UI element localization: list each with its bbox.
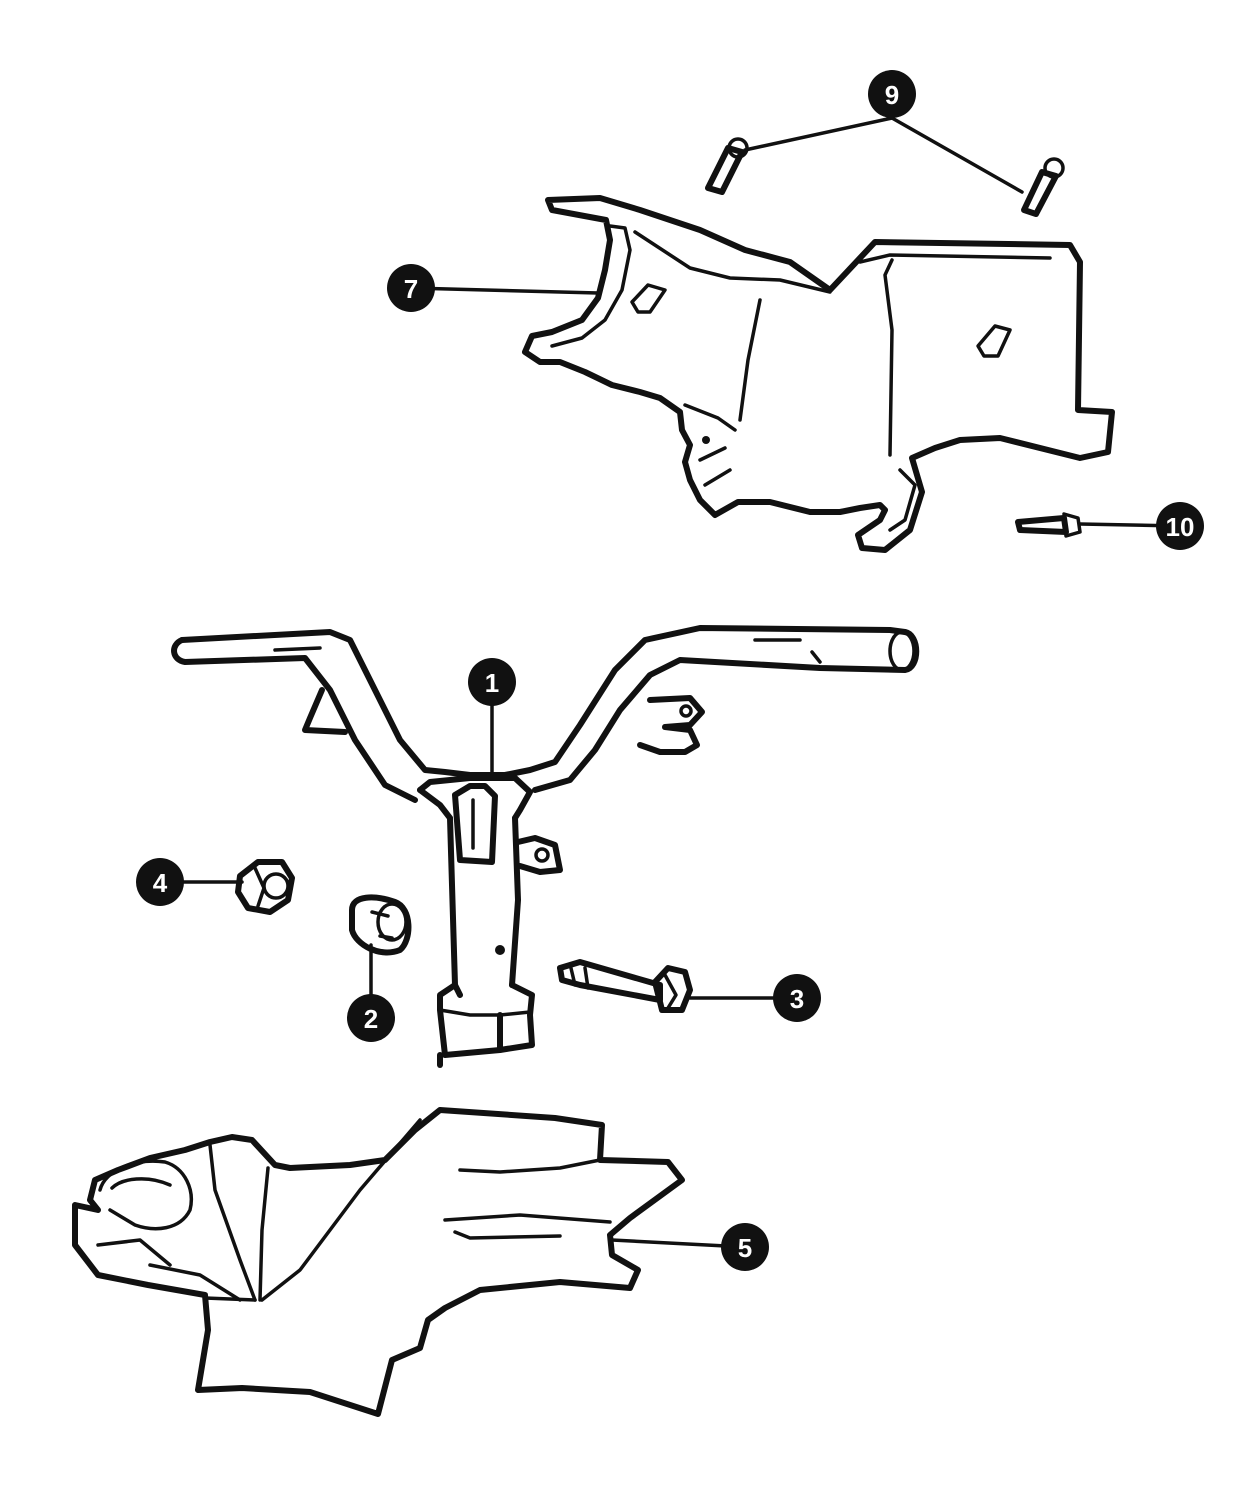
leader-9b — [890, 116, 1024, 194]
leader-lines — [158, 116, 1182, 1249]
part-10-screw — [1015, 512, 1082, 538]
callout-5: 5 — [721, 1223, 769, 1271]
callout-5-dot — [721, 1223, 769, 1271]
callout-1-dot — [468, 658, 516, 706]
callout-10: 10 — [1156, 502, 1204, 550]
callout-2-label: 2 — [364, 1004, 378, 1034]
callout-3: 3 — [773, 974, 821, 1022]
callout-10-dot — [1156, 502, 1204, 550]
part-2-castle-nut — [349, 894, 412, 956]
part-7-upper-cover — [522, 195, 1115, 553]
callout-1-label: 1 — [485, 668, 499, 698]
callout-2-dot — [347, 994, 395, 1042]
callout-4-dot — [136, 858, 184, 906]
callout-3-label: 3 — [790, 984, 804, 1014]
part-9-screws — [705, 137, 1065, 217]
callout-9: 9 — [868, 70, 916, 118]
leader-9a — [743, 116, 894, 152]
callout-7: 7 — [387, 264, 435, 312]
leader-7 — [409, 286, 600, 295]
part-4-nut — [235, 859, 295, 915]
callout-4-label: 4 — [153, 868, 168, 898]
callout-4: 4 — [136, 858, 184, 906]
part-5-lower-cover — [72, 1107, 685, 1417]
callout-2: 2 — [347, 994, 395, 1042]
callout-9-dot — [868, 70, 916, 118]
part-3-bolt — [557, 959, 693, 1013]
callout-7-dot — [387, 264, 435, 312]
callout-10-label: 10 — [1166, 512, 1195, 542]
callout-7-label: 7 — [404, 274, 418, 304]
callout-5-label: 5 — [738, 1233, 752, 1263]
callout-9-label: 9 — [885, 80, 899, 110]
callout-3-dot — [773, 974, 821, 1022]
callout-1: 1 — [468, 658, 516, 706]
part-1-handlebar — [171, 625, 920, 1068]
